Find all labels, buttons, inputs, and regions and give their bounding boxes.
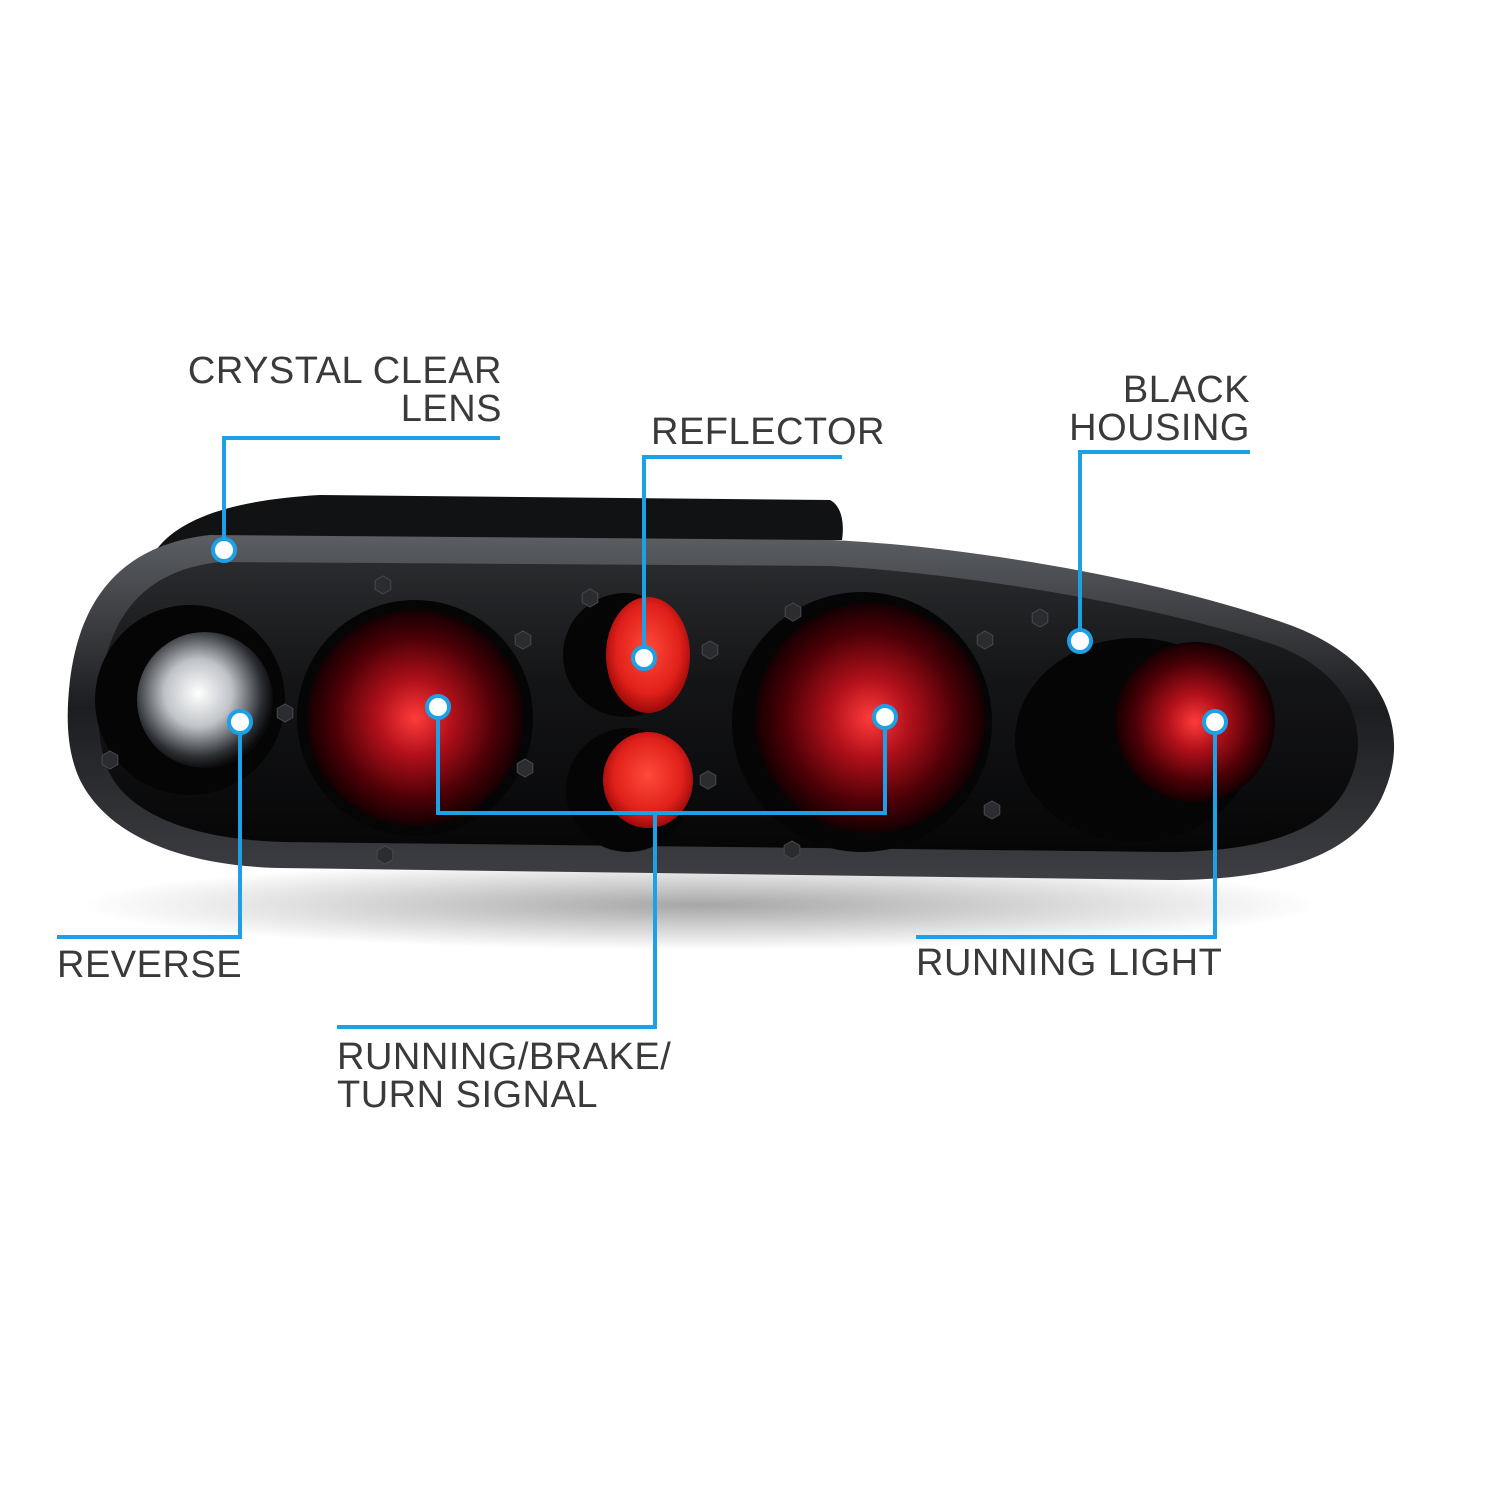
screw-head <box>976 630 994 650</box>
label-reverse: REVERSE <box>57 944 243 986</box>
dot-brake-left <box>425 694 451 720</box>
dot-reverse <box>227 709 253 735</box>
screw-head <box>581 588 599 608</box>
mounting-screws <box>101 575 1049 865</box>
screw-head <box>276 703 294 723</box>
callout-dots <box>211 537 1228 735</box>
leader-crystal-clear-lens <box>222 436 500 548</box>
brake-lens-right <box>755 603 985 833</box>
dot-reflector <box>631 645 657 671</box>
screw-head <box>784 602 802 622</box>
dot-brake-right <box>872 704 898 730</box>
leader-brake-bridge <box>436 707 887 815</box>
screw-head <box>101 750 119 770</box>
leader-running-light <box>916 722 1217 939</box>
label-running-light: RUNNING LIGHT <box>916 942 1223 984</box>
screw-head <box>516 758 534 778</box>
screw-head <box>701 640 719 660</box>
label-running-brake-turn-signal: RUNNING/BRAKE/ TURN SIGNAL <box>337 1036 672 1116</box>
leader-running-brake-turn <box>337 813 657 1029</box>
screw-head <box>783 840 801 860</box>
label-crystal-clear-lens: CRYSTAL CLEAR LENS <box>187 350 502 430</box>
screw-head <box>376 845 394 865</box>
label-reflector: REFLECTOR <box>651 411 885 453</box>
screw-head <box>1031 608 1049 628</box>
leader-reflector <box>642 455 842 658</box>
brake-lens-left <box>307 610 523 826</box>
running-light-lens <box>1115 642 1275 802</box>
screw-head <box>374 575 392 595</box>
leader-reverse <box>57 722 242 939</box>
dot-crystal-clear-lens <box>211 537 237 563</box>
screw-head <box>699 770 717 790</box>
label-black-housing: BLACK HOUSING <box>1069 369 1250 449</box>
dot-black-housing <box>1067 628 1093 654</box>
dot-running-light <box>1202 709 1228 735</box>
reverse-lens <box>137 632 273 768</box>
screw-head <box>514 630 532 650</box>
reflector-bottom <box>603 732 693 828</box>
screw-head <box>983 800 1001 820</box>
ground-shadow <box>80 860 1320 950</box>
callout-leaders <box>57 436 1250 1029</box>
leader-black-housing <box>1078 450 1250 640</box>
